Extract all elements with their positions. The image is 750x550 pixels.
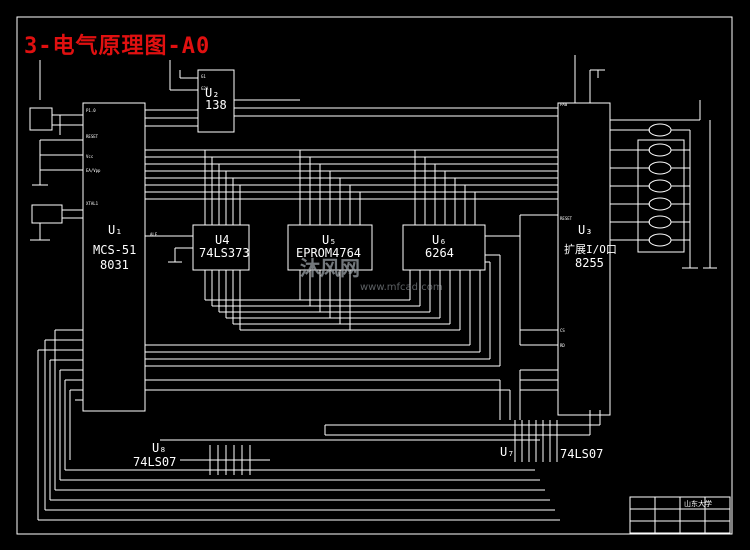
svg-text:G2A: G2A — [201, 86, 209, 91]
svg-text:P1.0: P1.0 — [86, 108, 96, 113]
u8-part: 74LS07 — [133, 455, 177, 469]
u6-ref: U₆ — [432, 233, 447, 247]
svg-text:G1: G1 — [201, 74, 206, 79]
watermark-brand: 沐风网 — [300, 256, 360, 280]
svg-text:RESET: RESET — [86, 134, 99, 139]
u4-ref: U4 — [215, 233, 230, 247]
u1-body — [82, 102, 146, 412]
u2-body — [197, 69, 235, 133]
u7-ref: U₇ — [500, 445, 515, 459]
svg-text:PA0: PA0 — [560, 102, 568, 107]
svg-text:Vcc: Vcc — [86, 154, 94, 159]
svg-text:CS: CS — [560, 328, 565, 333]
u4-part: 74LS373 — [199, 246, 250, 260]
svg-text:RESET: RESET — [560, 216, 573, 221]
u8-ref: U₈ — [152, 441, 167, 455]
u5-part: EPROM4764 — [296, 246, 362, 260]
u3-ref: U₃ — [578, 223, 593, 237]
u1-line1: MCS-51 — [93, 243, 137, 257]
svg-text:RD: RD — [560, 343, 565, 348]
u2-part: 138 — [205, 98, 227, 112]
u3-line2: 8255 — [575, 256, 604, 270]
u6-body — [402, 224, 486, 271]
u3-body — [557, 102, 611, 416]
title-block-org: 山东大学 — [684, 500, 712, 508]
svg-text:EA/Vpp: EA/Vpp — [86, 168, 101, 173]
u3-line1: 扩展I/O口 — [564, 243, 617, 256]
drawing-title: 3-电气原理图-A0 — [24, 34, 211, 59]
u1-line2: 8031 — [100, 258, 129, 272]
u6-part: 6264 — [425, 246, 454, 260]
u7-part: 74LS07 — [560, 447, 604, 461]
led-array — [637, 139, 685, 253]
drawing-frame — [16, 16, 733, 535]
u1-ref: U₁ — [108, 223, 123, 237]
watermark-url: www.mfcad.com — [360, 282, 443, 293]
svg-text:XTAL1: XTAL1 — [86, 201, 99, 206]
u2-ref: U₂ — [205, 86, 220, 100]
u5-ref: U₅ — [322, 233, 337, 247]
svg-text:ALE: ALE — [150, 232, 158, 237]
